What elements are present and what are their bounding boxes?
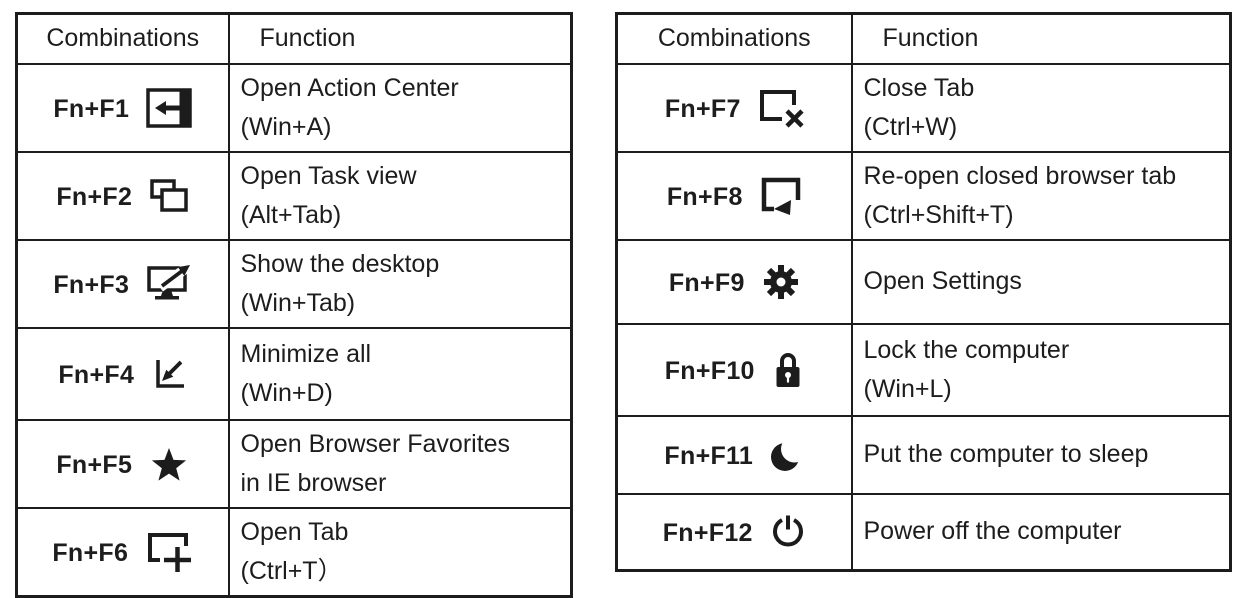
key-combination-label: Fn+F9	[668, 269, 745, 297]
key-combination-label: Fn+F8	[666, 183, 743, 211]
action-center-icon	[146, 87, 192, 128]
table-row: Fn+F7 Close Tab (Ctrl+W)	[615, 62, 1232, 153]
function-cell: Put the computer to sleep	[850, 414, 1232, 495]
function-text: (Ctrl+W)	[863, 112, 958, 141]
column-header-function: Function	[850, 12, 1232, 65]
close-tab-icon	[758, 88, 804, 128]
key-combination-label: Fn+F10	[664, 357, 755, 385]
function-text: Put the computer to sleep	[863, 440, 1149, 468]
function-cell: Power off the computer	[850, 492, 1232, 572]
combination-cell: Fn+F10	[615, 322, 853, 417]
function-cell: Open Task view (Alt+Tab)	[227, 150, 573, 241]
table-row: Fn+F5 Open Browser Favorites in IE browser	[15, 418, 573, 509]
function-text: Open Browser Favorites	[240, 429, 511, 458]
function-text: Open Settings	[863, 267, 1022, 295]
column-header-function: Function	[227, 12, 573, 65]
lock-icon	[772, 350, 804, 390]
right-shortcut-table: Combinations Function Fn+F7 Close Tab (Ctr…	[615, 12, 1232, 572]
combination-cell: Fn+F4	[15, 326, 230, 421]
table-row: Fn+F4 Minimize all (Win+D)	[15, 326, 573, 421]
manual-page: Combinations Function Fn+F1 Open Action C…	[15, 12, 1232, 598]
table-row: Fn+F10 Lock the computer (Win+L)	[615, 322, 1232, 417]
key-combination-label: Fn+F11	[664, 442, 754, 470]
function-text: (Win+D)	[240, 378, 333, 407]
table-row: Fn+F6 Open Tab (Ctrl+T）	[15, 506, 573, 597]
combination-cell: Fn+F9	[615, 238, 853, 325]
minimize-all-icon	[151, 356, 187, 392]
left-shortcut-table: Combinations Function Fn+F1 Open Action C…	[15, 12, 573, 598]
function-text: Power off the computer	[863, 517, 1122, 546]
key-combination-label: Fn+F4	[58, 361, 135, 389]
key-combination-label: Fn+F2	[56, 183, 133, 211]
table-row: Fn+F2 Open Task view (Alt+Tab)	[15, 150, 573, 241]
combination-cell: Fn+F2	[15, 150, 230, 241]
moon-icon	[770, 435, 805, 474]
table-row: Fn+F3 Show the desktop (Win+Tab)	[15, 238, 573, 329]
function-cell: Open Action Center (Win+A)	[227, 62, 573, 153]
settings-gear-icon	[762, 263, 800, 301]
function-cell: Show the desktop (Win+Tab)	[227, 238, 573, 329]
favorites-star-icon	[149, 445, 189, 483]
key-combination-label: Fn+F3	[53, 271, 130, 299]
function-text: (Ctrl+Shift+T)	[863, 200, 1014, 229]
combination-cell: Fn+F12	[615, 492, 853, 572]
function-text: (Win+Tab)	[240, 288, 356, 317]
key-combination-label: Fn+F6	[52, 539, 129, 567]
combination-cell: Fn+F6	[15, 506, 230, 597]
function-text: Close Tab	[863, 73, 975, 102]
table-row: Fn+F1 Open Action Center (Win+A)	[15, 62, 573, 153]
function-cell: Close Tab (Ctrl+W)	[850, 62, 1232, 153]
show-desktop-icon	[146, 262, 193, 305]
function-text: Open Task view	[240, 161, 417, 190]
table-row: Fn+F12 Power off the computer	[615, 492, 1232, 572]
key-combination-label: Fn+F5	[56, 451, 133, 479]
function-text: (Alt+Tab)	[240, 200, 342, 229]
function-cell: Open Settings	[850, 238, 1232, 325]
combination-cell: Fn+F11	[615, 414, 853, 495]
combination-cell: Fn+F5	[15, 418, 230, 509]
column-header-combinations: Combinations	[15, 12, 230, 65]
function-cell: Lock the computer (Win+L)	[850, 322, 1232, 417]
function-text: Lock the computer	[863, 335, 1070, 364]
function-text: Show the desktop	[240, 249, 440, 278]
header-row: Combinations Function	[15, 12, 573, 65]
combination-cell: Fn+F1	[15, 62, 230, 153]
table-row: Fn+F8 Re-open closed browser tab (Ctrl+Shi…	[615, 150, 1232, 241]
table-row: Fn+F9 Open Settings	[615, 238, 1232, 325]
function-text: Open Tab	[240, 517, 349, 546]
task-view-icon	[149, 178, 189, 214]
function-cell: Open Browser Favorites in IE browser	[227, 418, 573, 509]
function-text: Open Action Center	[240, 73, 459, 102]
key-combination-label: Fn+F7	[664, 95, 741, 123]
key-combination-label: Fn+F12	[662, 519, 753, 548]
function-cell: Open Tab (Ctrl+T）	[227, 506, 573, 597]
key-combination-label: Fn+F1	[53, 95, 130, 123]
function-cell: Minimize all (Win+D)	[227, 326, 573, 421]
function-cell: Re-open closed browser tab (Ctrl+Shift+T)	[850, 150, 1232, 241]
function-text: (Win+L)	[863, 374, 952, 403]
table-row: Fn+F11 Put the computer to sleep	[615, 414, 1232, 495]
combination-cell: Fn+F7	[615, 62, 853, 153]
power-icon	[770, 514, 806, 550]
function-text: (Ctrl+T）	[240, 556, 343, 585]
combination-cell: Fn+F3	[15, 238, 230, 329]
combination-cell: Fn+F8	[615, 150, 853, 241]
function-text: in IE browser	[240, 468, 387, 497]
header-row: Combinations Function	[615, 12, 1232, 65]
new-tab-icon	[145, 530, 193, 573]
reopen-tab-icon	[760, 176, 802, 216]
function-text: Minimize all	[240, 339, 372, 368]
function-text: (Win+A)	[240, 112, 332, 141]
column-header-combinations: Combinations	[615, 12, 853, 65]
function-text: Re-open closed browser tab	[863, 161, 1177, 190]
